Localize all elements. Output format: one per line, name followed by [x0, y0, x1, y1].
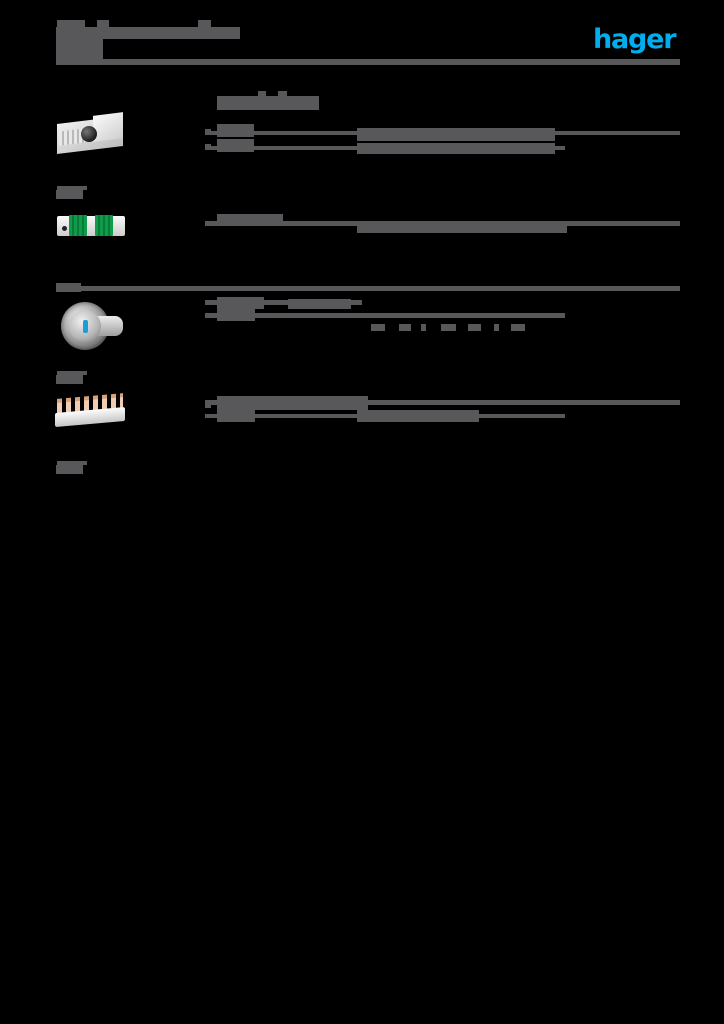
- section-1-row-1-rule: [205, 131, 680, 135]
- section-4-header-label-redacted: [56, 375, 83, 384]
- section-3-value-4-redacted: [441, 324, 456, 331]
- section-4-header-label-redacted-top: [57, 371, 87, 375]
- section-3-value-2-redacted: [399, 324, 411, 331]
- section-2-row-1-desc-redacted: [357, 222, 567, 233]
- section-1-row-2-rule: [205, 146, 565, 150]
- section-3-row-1-rule: [205, 300, 362, 305]
- section-2-row-1-rule: [205, 221, 680, 226]
- section-4-row-2-rule: [205, 414, 565, 418]
- section-5-header-label-redacted-top: [57, 461, 87, 465]
- page-title-redacted-line-1b: [97, 20, 109, 27]
- section-4-row-1-bullet: [205, 403, 211, 408]
- section-1-heading-redacted-cap: [258, 91, 266, 96]
- modular-device-thumbnail: [53, 108, 129, 160]
- section-3-value-3-redacted: [421, 324, 426, 331]
- section-3-value-7-redacted: [511, 324, 525, 331]
- section-3-value-6-redacted: [494, 324, 499, 331]
- hager-logo: hager: [593, 24, 677, 55]
- section-1-heading-redacted: [217, 96, 319, 110]
- section-4-row-1-rule: [205, 400, 680, 405]
- busbar-comb-thumbnail: [53, 386, 129, 430]
- section-1-heading-redacted-cap2: [278, 91, 287, 96]
- section-3-value-1-redacted: [371, 324, 385, 331]
- page-title-redacted-line-2: [56, 27, 240, 39]
- section-3-header-rule: [56, 286, 680, 291]
- page-header: hager: [0, 0, 724, 80]
- section-5-header-label-redacted: [56, 465, 83, 474]
- green-terminal-connector-thumbnail: [53, 204, 129, 244]
- rotary-knob-thumbnail: [53, 296, 129, 356]
- page-footer: [0, 978, 724, 1024]
- header-rule: [56, 59, 680, 65]
- section-2-header-label-redacted: [56, 190, 83, 199]
- section-2-header-label-redacted-top: [57, 186, 87, 190]
- section-3-row-2-rule: [205, 313, 565, 318]
- section-3-value-5-redacted: [468, 324, 481, 331]
- page-subtitle-redacted: [56, 39, 103, 59]
- page-title-redacted-line-1c: [198, 20, 211, 27]
- page-title-redacted-line-1: [57, 20, 85, 27]
